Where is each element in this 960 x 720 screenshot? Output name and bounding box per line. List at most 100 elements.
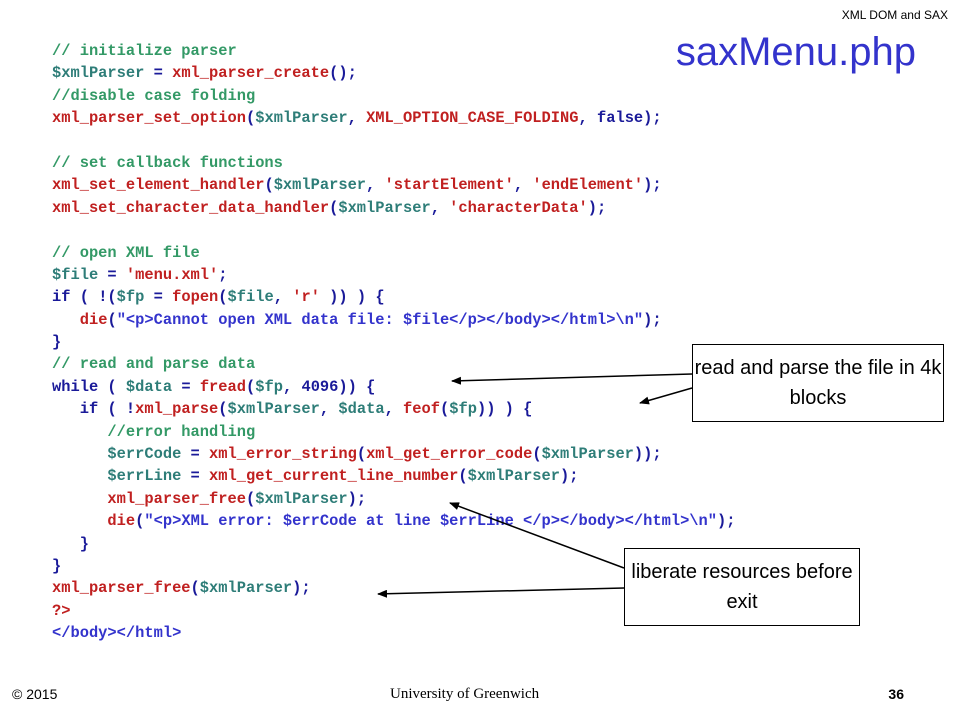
code-token: //error handling [107,422,256,441]
code-token: $xmlParser [467,467,561,486]
code-token: $data [338,400,385,419]
code-token: ); [292,579,311,598]
code-line: </body></html> [52,622,736,644]
code-line: xml_parser_free($xmlParser); [52,488,736,510]
code-token: ( [329,198,339,217]
code-line: $errLine = xml_get_current_line_number($… [52,465,736,487]
code-token: ( [246,377,256,396]
code-token: ?> [52,601,71,620]
code-token: = [144,288,173,307]
code-token: "<p>Cannot open XML data file: $file</p>… [116,310,644,329]
code-token: , [578,109,597,128]
code-token: = [172,377,200,396]
code-token: while [52,377,99,396]
code-token: die [107,512,136,531]
arrow-to-inner-free-line [449,502,625,569]
code-token: ( [532,445,542,464]
footer-copyright: © 2015 [12,686,58,702]
code-token: ( [98,377,126,396]
code-line: die("<p>XML error: $errCode at line $err… [52,510,736,532]
code-token: xml_set_element_handler [52,176,265,195]
code-line: ?> [52,600,736,622]
code-token: )) ) { [476,400,533,419]
code-token: fopen [172,288,219,307]
callout-read-parse-text: read and parse the file in 4k blocks [694,357,942,409]
code-token: $file [227,288,274,307]
code-line: } [52,555,736,577]
code-token: 'characterData' [449,198,588,217]
code-line: $file = 'menu.xml'; [52,264,736,286]
code-token: )) ) { [319,288,385,307]
code-token: // read and parse data [52,355,256,374]
code-line: die("<p>Cannot open XML data file: $file… [52,309,736,331]
code-token: ); [560,467,579,486]
code-token: feof [403,400,440,419]
code-token: ( [135,512,145,531]
footer-page-number: 36 [888,686,904,702]
code-token: = [181,445,210,464]
code-token: , [273,288,293,307]
code-token: ( [440,400,450,419]
code-token: $xmlParser [541,445,634,464]
code-token: xml_error_string [209,445,357,464]
code-token: ); [587,198,607,217]
code-token: xml_parser_free [52,579,191,598]
code-token: 'startElement' [384,176,514,195]
code-token: = [144,64,173,83]
code-token: ( [264,176,274,195]
code-token: $fp [116,288,145,307]
code-token: , [282,377,302,396]
code-token: ( [218,288,228,307]
code-token: </body></html> [52,624,182,643]
code-token: ); [643,109,662,128]
code-token: )); [633,445,662,464]
code-token: $xmlParser [338,198,431,217]
code-token: $xmlParser [199,579,293,598]
code-line: $errCode = xml_error_string(xml_get_erro… [52,443,736,465]
code-token: ); [643,176,662,195]
code-token: ); [643,310,662,329]
code-token: XML_OPTION_CASE_FOLDING [366,109,579,128]
code-token: ( [245,109,256,128]
code-line: xml_parser_set_option($xmlParser, XML_OP… [52,107,736,129]
code-line: // read and parse data [52,353,736,375]
code-token: // open XML file [52,243,200,262]
footer-university: University of Greenwich [390,686,540,702]
code-token: , [384,400,404,419]
code-token: , [319,400,339,419]
code-token: xml_parser_set_option [52,109,246,128]
code-line: if ( !($fp = fopen($file, 'r' )) ) { [52,286,736,308]
code-token: ( [218,400,228,419]
code-token: xml_get_current_line_number [209,467,459,486]
code-token: xml_parser_free [107,489,246,508]
code-token: $errCode [107,445,182,464]
code-line: if ( !xml_parse($xmlParser, $data, feof(… [52,398,736,420]
code-token: , [347,109,367,128]
slide-title: saxMenu.php [675,30,916,74]
code-line: $xmlParser = xml_parser_create(); [52,62,736,84]
code-token: //disable case folding [52,86,256,105]
code-token: xml_parser_create [172,64,330,83]
code-token: ( [356,445,367,464]
code-token: , [513,176,533,195]
code-token: ( [458,467,468,486]
code-token: ); [717,512,736,531]
code-token: // initialize parser [52,42,237,60]
code-token: $xmlParser [255,109,348,128]
code-token: fread [199,377,246,396]
code-token: xml_set_character_data_handler [52,198,330,217]
callout-liberate: liberate resources before exit [624,548,860,626]
code-line: } [52,331,736,353]
code-line: //disable case folding [52,85,736,107]
code-token: $xmlParser [52,64,145,83]
code-token: ; [218,265,228,284]
code-line: xml_parser_free($xmlParser); [52,577,736,599]
arrow-to-while-line [451,373,693,385]
code-token: $xmlParser [227,400,320,419]
code-token: 'r' [292,288,320,307]
code-token: if [79,400,99,419]
code-token: 'menu.xml' [125,265,219,284]
code-token: ); [347,489,367,508]
code-token: $errLine [107,467,182,486]
code-line: //error handling [52,421,736,443]
